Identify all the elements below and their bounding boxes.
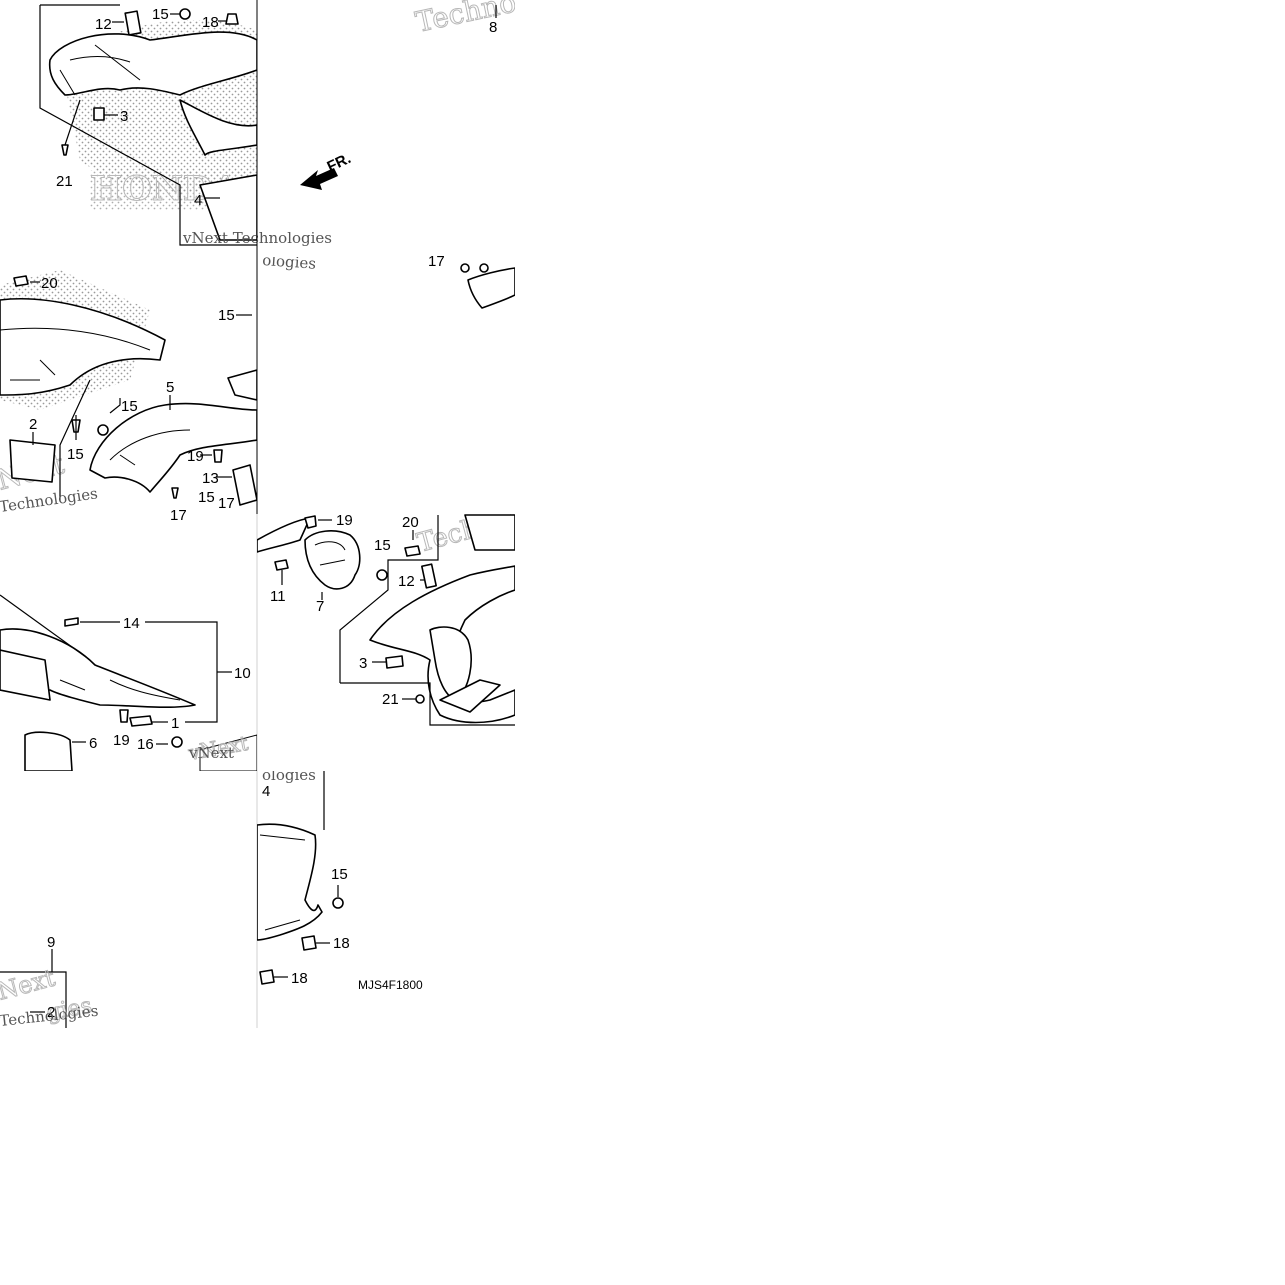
bolt-16 bbox=[171, 736, 183, 748]
svg-text:ologies: ologies bbox=[262, 766, 316, 784]
label-10: 10 bbox=[234, 665, 251, 682]
watermark-vnext-2: vNext bbox=[188, 744, 234, 762]
label-18a: 18 bbox=[333, 935, 350, 952]
grommet-18 bbox=[225, 13, 239, 25]
clip-19 bbox=[213, 449, 223, 463]
cover-part-5 bbox=[89, 402, 257, 493]
grommet-18a bbox=[301, 935, 317, 951]
label-20d: 20 bbox=[402, 514, 419, 531]
label-15b: 15 bbox=[121, 398, 138, 415]
clip-19c bbox=[119, 709, 129, 723]
screw-21 bbox=[61, 144, 69, 156]
support-bracket bbox=[429, 626, 472, 701]
tile-bracket-upper: ologies bbox=[262, 251, 515, 309]
label-15d: 15 bbox=[374, 537, 391, 554]
pad-1 bbox=[129, 715, 153, 727]
label-1: 1 bbox=[171, 715, 179, 732]
clip-14 bbox=[64, 617, 79, 627]
label-15a: 15 bbox=[218, 307, 235, 324]
label-17c: 17 bbox=[428, 253, 445, 270]
label-12: 12 bbox=[95, 16, 112, 33]
label-9: 9 bbox=[47, 934, 55, 951]
label-15d: 15 bbox=[198, 489, 215, 506]
label-6: 6 bbox=[89, 735, 97, 752]
bracket-part bbox=[467, 267, 515, 309]
label-5: 5 bbox=[166, 379, 174, 396]
label-18: 18 bbox=[202, 14, 219, 31]
clip-11 bbox=[274, 559, 289, 571]
bracket-13 bbox=[232, 464, 257, 506]
side-panel bbox=[199, 174, 257, 241]
upper-cowl-part bbox=[48, 31, 257, 96]
label-18b: 18 bbox=[291, 970, 308, 987]
label-19d: 19 bbox=[336, 512, 353, 529]
screw-17 bbox=[171, 487, 179, 499]
label-12d: 12 bbox=[398, 573, 415, 590]
front-arrow-icon bbox=[300, 168, 338, 190]
label-2: 2 bbox=[29, 416, 37, 433]
edge-panel bbox=[257, 517, 311, 553]
clip-20 bbox=[13, 275, 29, 287]
svg-text:ologies: ologies bbox=[262, 251, 317, 273]
label-17b: 17 bbox=[170, 507, 187, 524]
bolt-15d bbox=[376, 569, 388, 581]
label-2f: 2 bbox=[47, 1004, 55, 1021]
bracket-outline bbox=[39, 5, 257, 246]
pad-3d bbox=[385, 655, 404, 669]
label-19: 19 bbox=[187, 448, 204, 465]
tile-upper-cowl: HONDA bbox=[39, 4, 257, 246]
label-8: 8 bbox=[489, 19, 497, 36]
label-15c: 15 bbox=[67, 446, 84, 463]
watermark-techno: Techno bbox=[413, 0, 519, 39]
clip-12d bbox=[421, 563, 437, 589]
lower-panel-4 bbox=[257, 823, 323, 941]
clip-19d bbox=[304, 515, 317, 529]
cover-6 bbox=[24, 731, 73, 771]
bolt-15 bbox=[179, 8, 191, 20]
tile-lower-panel: ologies bbox=[257, 766, 344, 985]
label-4: 4 bbox=[194, 192, 202, 209]
front-direction-label: FR. bbox=[325, 150, 354, 176]
label-20: 20 bbox=[41, 275, 58, 292]
clip-20d bbox=[404, 545, 421, 557]
label-7: 7 bbox=[316, 598, 324, 615]
support-foot bbox=[439, 679, 501, 713]
label-3d: 3 bbox=[359, 655, 367, 672]
pad-2 bbox=[9, 439, 56, 483]
label-19c: 19 bbox=[113, 732, 130, 749]
label-15e: 15 bbox=[331, 866, 348, 883]
grommet-18b bbox=[259, 969, 275, 985]
inner-box bbox=[0, 649, 51, 701]
label-15: 15 bbox=[152, 6, 169, 23]
label-3: 3 bbox=[120, 108, 128, 125]
mount-15 bbox=[227, 369, 257, 401]
inner-panel bbox=[179, 99, 257, 156]
label-13: 13 bbox=[202, 470, 219, 487]
label-4e: 4 bbox=[262, 783, 270, 800]
label-14: 14 bbox=[123, 615, 140, 632]
upper-plate bbox=[464, 514, 515, 551]
label-21: 21 bbox=[56, 173, 73, 190]
label-17a: 17 bbox=[218, 495, 235, 512]
clip-12 bbox=[124, 10, 142, 36]
bracket-7 bbox=[304, 530, 361, 590]
bolt-15e bbox=[332, 897, 344, 909]
tile-front-panel: vNext bbox=[0, 594, 257, 771]
label-16: 16 bbox=[137, 736, 154, 753]
screw-21d bbox=[415, 694, 425, 704]
bolt-15b bbox=[97, 424, 109, 436]
label-21d: 21 bbox=[382, 691, 399, 708]
side-cowl-part bbox=[0, 298, 166, 396]
label-11: 11 bbox=[270, 588, 286, 605]
diagram-code: MJS4F1800 bbox=[358, 978, 423, 992]
pad-3 bbox=[93, 107, 105, 121]
